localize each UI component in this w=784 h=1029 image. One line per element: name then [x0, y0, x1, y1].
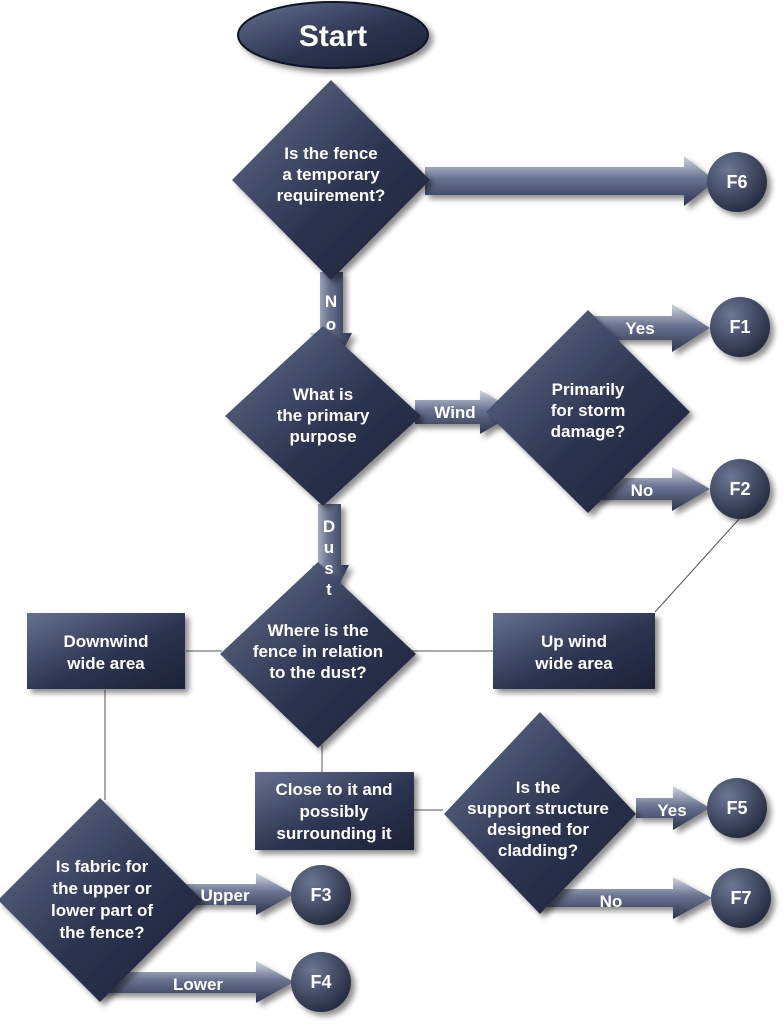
arrow-support-yes [636, 786, 710, 830]
terminal-f4 [291, 952, 351, 1012]
terminal-f1 [710, 297, 770, 357]
decision-purpose-line-3: purpose [289, 427, 356, 446]
label-dust-4: t [326, 580, 332, 599]
decision-support-line-1: Is the [516, 778, 560, 797]
label-no-down-1: N [325, 292, 337, 311]
box-text: Downwind wide area Up wind wide area Clo… [64, 632, 614, 843]
decision-support-text: Is the support structure designed for cl… [467, 778, 609, 860]
label-no-down-2: o [326, 315, 336, 334]
start-label: Start [299, 20, 367, 53]
terminal-f3-label: F3 [310, 885, 331, 905]
decision-relation-line-3: to the dust? [269, 663, 366, 682]
decision-storm-line-2: for storm [551, 401, 626, 420]
decision-temporary-text: Is the fence a temporary requirement? [277, 144, 386, 205]
decision-support [444, 712, 636, 914]
decision-purpose-line-2: the primary [277, 406, 370, 425]
terminals [291, 152, 771, 1012]
label-wind: Wind [434, 403, 475, 422]
decision-temporary-line-2: a temporary [282, 165, 380, 184]
arrow-wind [415, 390, 518, 434]
arrow-support-no [538, 877, 712, 919]
arrows [100, 156, 716, 1003]
decision-fabric-line-4: the fence? [59, 923, 144, 942]
decision-storm-text: Primarily for storm damage? [551, 380, 626, 441]
box-downwind [27, 613, 185, 689]
start-node [237, 1, 429, 69]
terminal-f2 [710, 459, 770, 519]
decision-purpose [225, 326, 421, 506]
decision-storm [486, 310, 690, 513]
connector-f2-upwind [654, 517, 741, 613]
terminal-f6 [707, 152, 767, 212]
decision-support-line-3: designed for [487, 820, 589, 839]
label-upper: Upper [200, 886, 250, 905]
decision-temporary-line-1: Is the fence [284, 144, 378, 163]
decision-storm-line-1: Primarily [552, 380, 625, 399]
arrow-upper [182, 873, 294, 915]
decision-relation-text: Where is the fence in relation to the du… [253, 621, 383, 682]
arrow-label-text: N o D u s t Wind Yes No Yes No Upper Low… [173, 292, 687, 994]
box-close-line-1: Close to it and [275, 780, 392, 799]
box-close [255, 772, 414, 850]
decision-relation [220, 562, 416, 748]
decision-fabric [0, 798, 202, 1002]
label-dust-3: s [324, 559, 333, 578]
box-downwind-line-1: Downwind [64, 632, 149, 651]
terminal-f1-label: F1 [729, 317, 750, 337]
box-upwind [493, 613, 655, 689]
connector-lines [104, 517, 741, 811]
label-lower: Lower [173, 975, 223, 994]
terminal-f3 [291, 865, 351, 925]
decision-fabric-line-2: the upper or [52, 879, 152, 898]
decision-support-line-2: support structure [467, 799, 609, 818]
box-upwind-line-1: Up wind [541, 632, 607, 651]
decision-storm-line-3: damage? [551, 422, 626, 441]
decision-fabric-line-3: lower part of [51, 901, 153, 920]
terminal-f5 [707, 778, 767, 838]
terminal-f4-label: F4 [310, 972, 331, 992]
decision-diamonds [0, 80, 690, 1002]
arrow-to-f6 [425, 156, 716, 206]
label-storm-no: No [631, 481, 654, 500]
terminal-f7-label: F7 [730, 888, 751, 908]
decision-support-line-4: cladding? [498, 841, 578, 860]
decision-relation-line-1: Where is the [267, 621, 368, 640]
box-upwind-line-2: wide area [534, 654, 613, 673]
label-dust-1: D [323, 517, 335, 536]
arrow-storm-yes [588, 304, 710, 352]
terminal-f7 [711, 868, 771, 928]
decision-fabric-line-1: Is fabric for [56, 857, 149, 876]
label-dust-2: u [324, 538, 334, 557]
process-boxes [27, 613, 655, 850]
terminal-f6-label: F6 [726, 172, 747, 192]
decision-purpose-text: What is the primary purpose [277, 385, 370, 446]
decision-purpose-line-1: What is [293, 385, 353, 404]
terminal-label-text: F6 F1 F2 F5 F7 F3 F4 [310, 172, 751, 992]
label-support-yes: Yes [657, 801, 686, 820]
box-close-line-3: surrounding it [276, 824, 392, 843]
terminal-f5-label: F5 [726, 798, 747, 818]
arrow-lower [100, 961, 294, 1003]
box-downwind-line-2: wide area [66, 654, 145, 673]
box-close-line-2: possibly [300, 802, 370, 821]
terminal-f2-label: F2 [729, 479, 750, 499]
decision-temporary [232, 80, 430, 280]
decision-temporary-line-3: requirement? [277, 186, 386, 205]
decision-fabric-text: Is fabric for the upper or lower part of… [51, 857, 153, 942]
decision-relation-line-2: fence in relation [253, 642, 383, 661]
label-support-no: No [600, 892, 623, 911]
label-storm-yes: Yes [625, 319, 654, 338]
